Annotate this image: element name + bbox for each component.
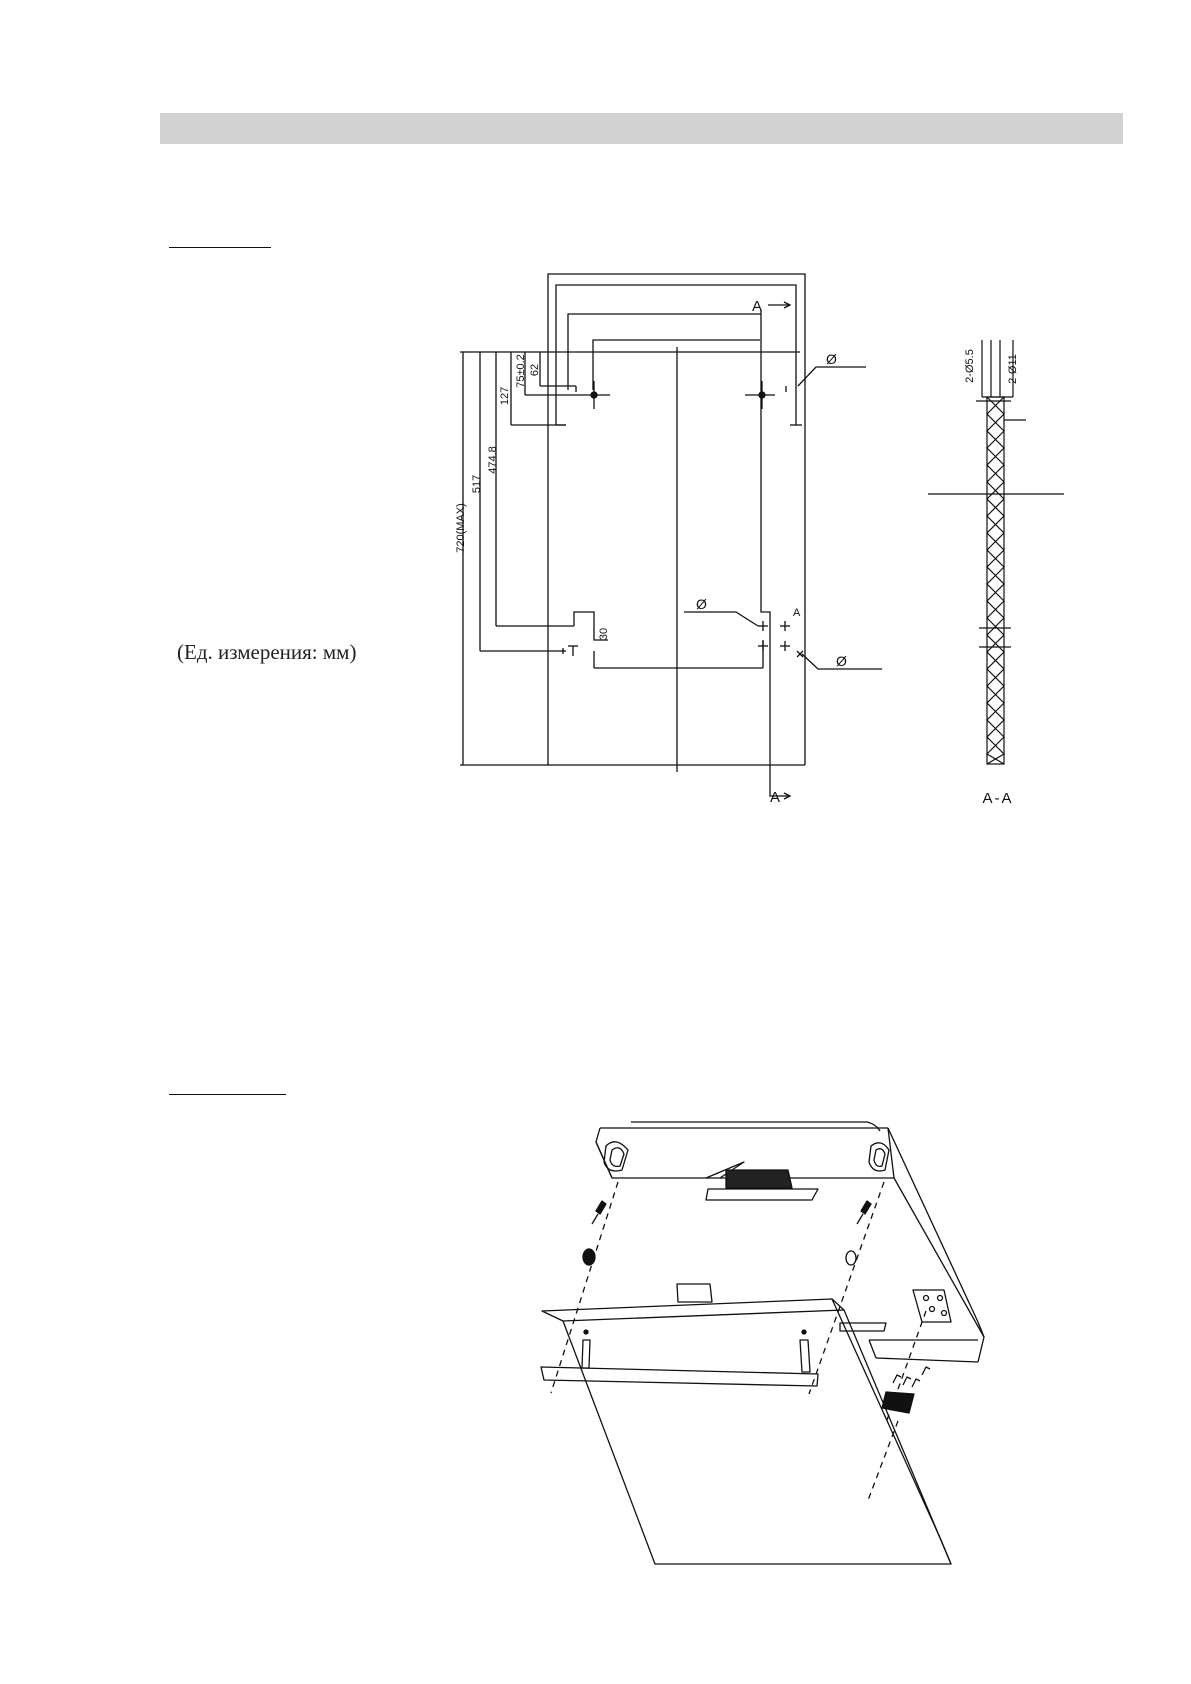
units-label: (Ед. измерения: мм) [177, 640, 357, 664]
section-header-bar [160, 113, 1123, 144]
section-marker-bottom: A [770, 789, 780, 806]
section-aa-label: A-A [982, 790, 1013, 807]
dim-75-label: 75±0.2 [515, 354, 527, 388]
hole-55-label: 2-Ø5.5 [964, 349, 976, 383]
section-1-underline [169, 247, 271, 248]
phi-label-top: Ø [826, 351, 837, 367]
dim-62-label: 62 [529, 364, 541, 376]
section-marker-mid: A [793, 607, 801, 619]
dim-127-label: 127 [499, 387, 511, 405]
phi-label-middle: Ø [696, 596, 707, 612]
dim-517-label: 517 [471, 475, 483, 493]
section-2-underline [169, 1094, 286, 1095]
dim-30-label: 30 [598, 628, 610, 640]
section-marker-top: A [752, 298, 762, 315]
dim-720-label: 720(MAX) [455, 503, 467, 553]
phi-label-bottom: Ø [836, 653, 847, 669]
dim-474-label: 474.8 [487, 446, 499, 474]
